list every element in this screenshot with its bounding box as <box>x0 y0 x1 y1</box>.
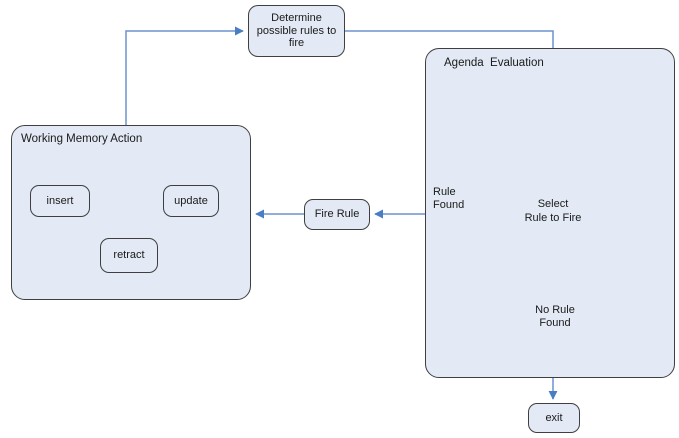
node-determine-possible-rules[interactable]: Determine possible rules to fire <box>248 5 345 57</box>
working-memory-action-label: Working Memory Action <box>21 133 143 145</box>
agenda-evaluation-label: Agenda Evaluation <box>444 57 544 69</box>
edge-label-rule-found: Rule Found <box>433 186 465 212</box>
node-exit[interactable]: exit <box>528 403 580 433</box>
edge-label-no-rule-found: No Rule Found <box>535 304 575 330</box>
node-fire-rule[interactable]: Fire Rule <box>304 199 370 230</box>
node-update[interactable]: update <box>163 185 219 217</box>
node-retract[interactable]: retract <box>100 238 158 273</box>
agenda-evaluation-container: Agenda Evaluation <box>425 48 675 378</box>
edge-wma-to-determine <box>125 26 244 125</box>
node-insert[interactable]: insert <box>30 185 90 217</box>
select-rule-to-fire-label: Select Rule to Fire <box>524 198 582 224</box>
